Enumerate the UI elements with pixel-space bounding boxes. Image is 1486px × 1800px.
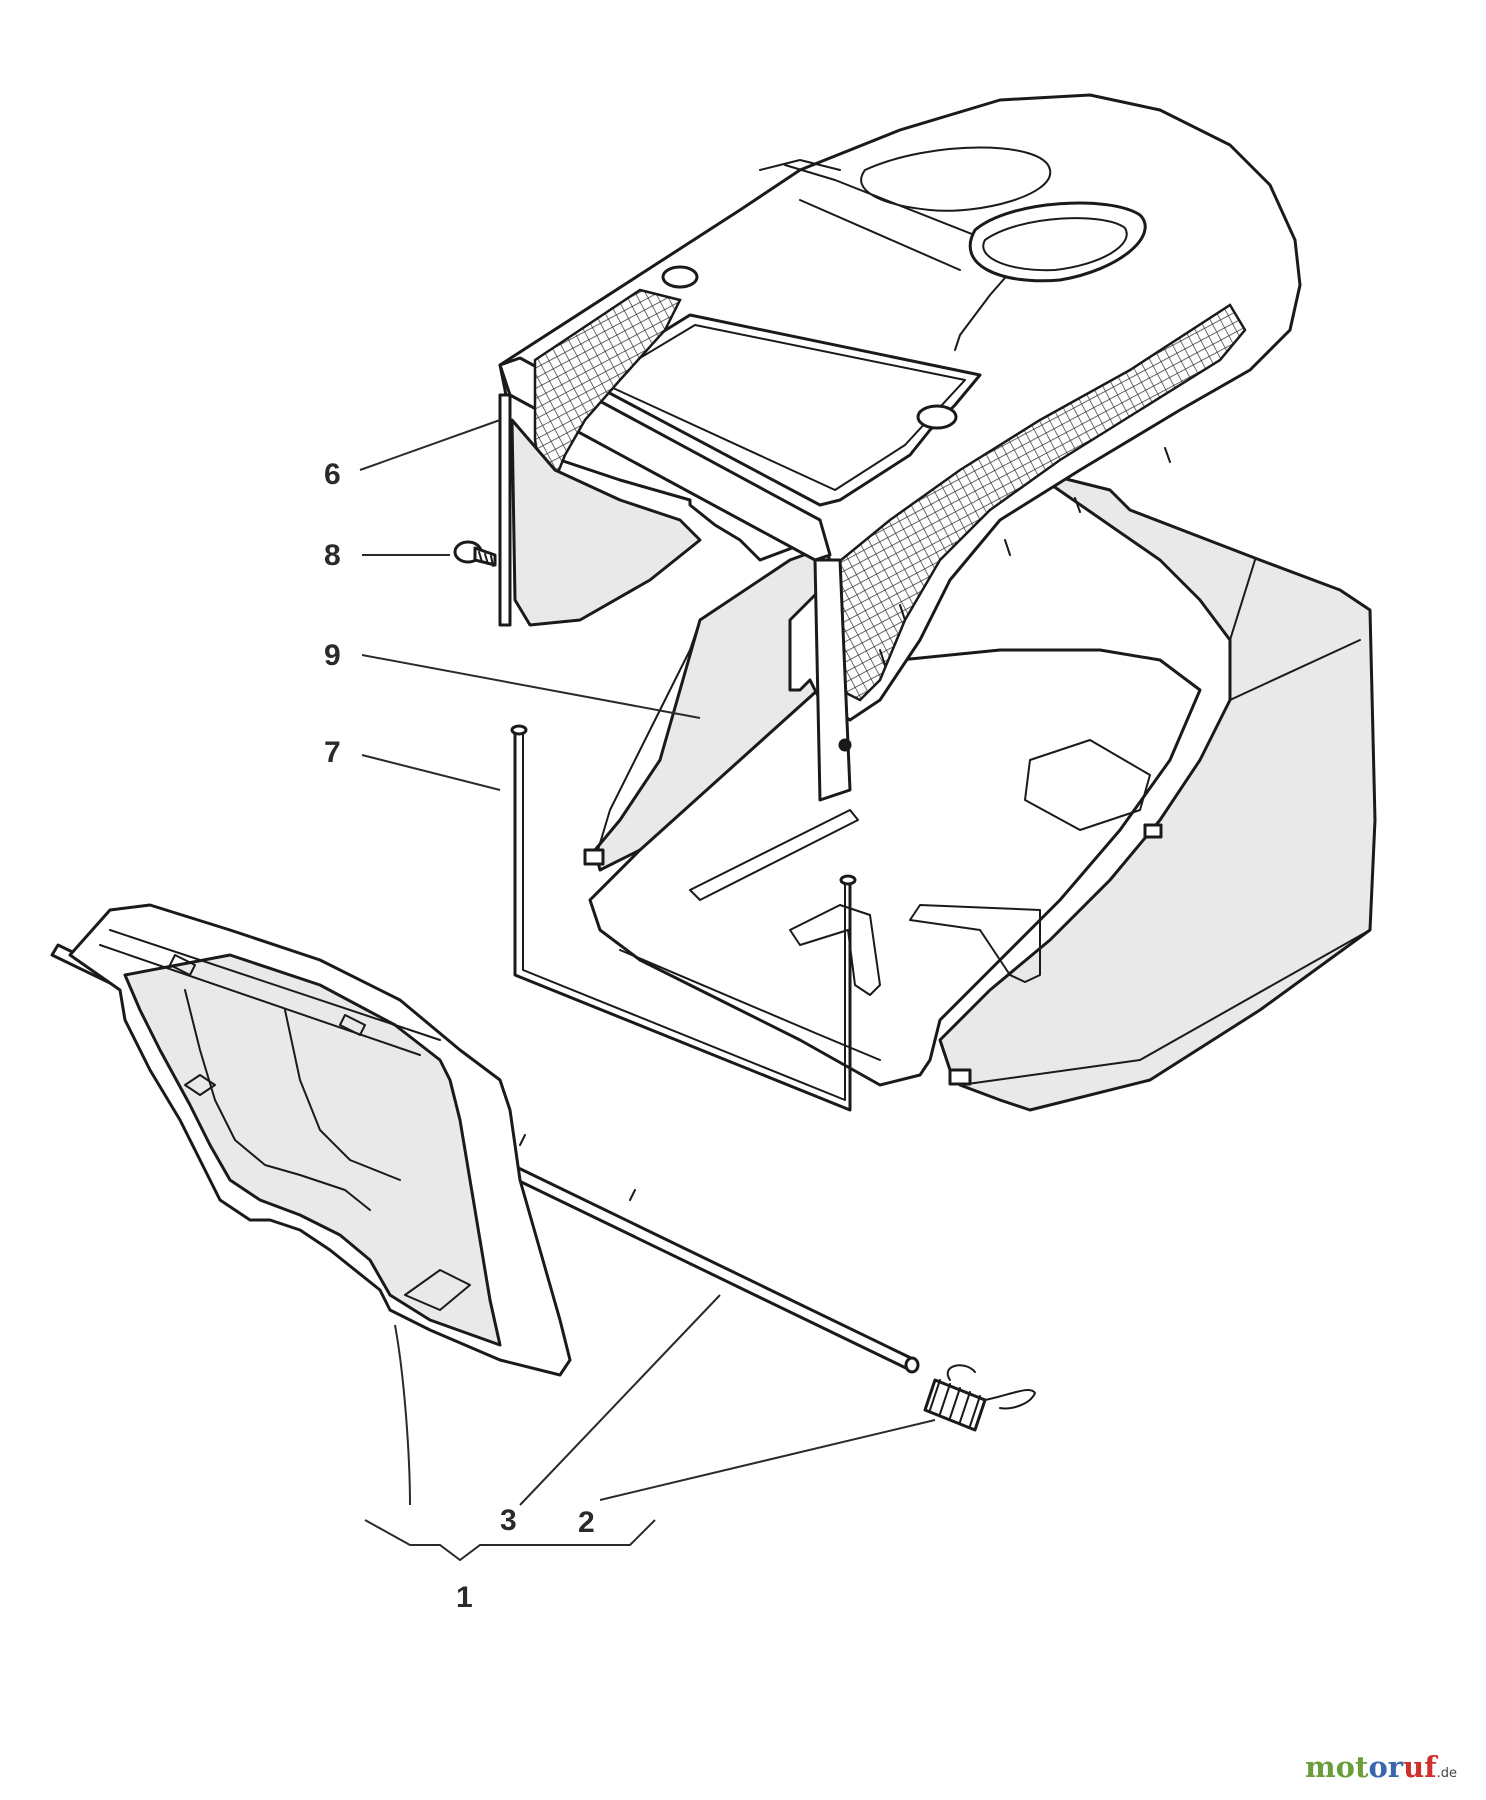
grass-bag (583, 468, 1377, 1112)
leader-lines (359, 419, 936, 1562)
wire-frame (510, 724, 857, 1112)
spring (923, 1364, 1036, 1432)
label-2: 2 (578, 1506, 595, 1539)
motoruf-logo: motoruf.de (1305, 1750, 1458, 1784)
label-1: 1 (456, 1581, 473, 1614)
label-3: 3 (500, 1504, 517, 1537)
label-8: 8 (324, 539, 341, 572)
top-cover-frame (498, 93, 1302, 802)
screw (453, 540, 497, 567)
label-6: 6 (324, 458, 341, 491)
label-7: 7 (324, 736, 341, 769)
callouts: 6 8 9 7 3 2 1 (324, 458, 595, 1614)
front-flap (68, 903, 572, 1377)
label-9: 9 (324, 639, 341, 672)
